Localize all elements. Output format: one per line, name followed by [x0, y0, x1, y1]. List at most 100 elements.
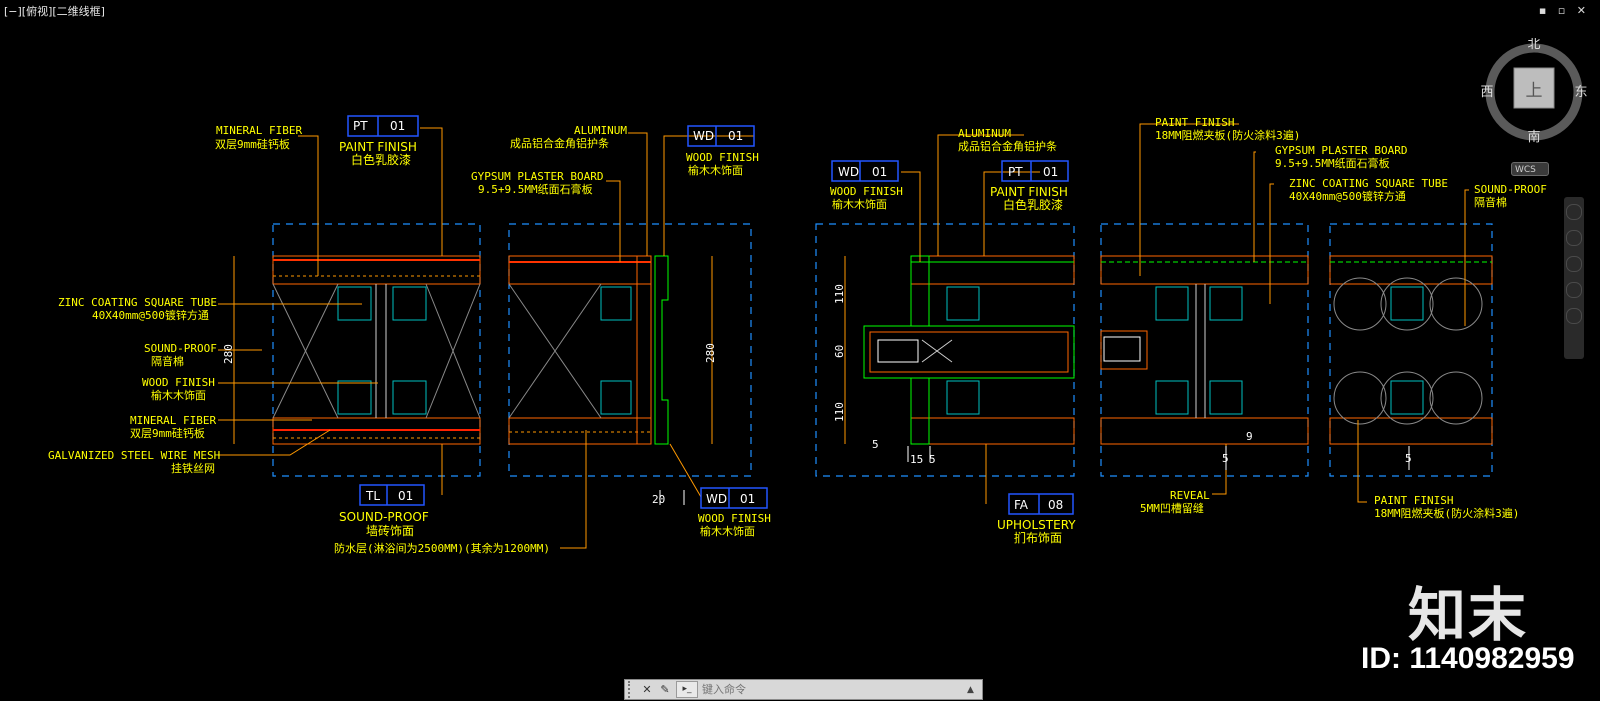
compass-north: 北 — [1527, 38, 1540, 52]
wd-tag-3-code: WD — [838, 165, 859, 179]
section-4-wall — [1100, 255, 1309, 445]
upholstery-en: UPHOLSTERY — [997, 518, 1076, 532]
gypsum-2-en: GYPSUM PLASTER BOARD — [1275, 144, 1407, 157]
reveal-cn: 5MM凹槽留缝 — [1140, 501, 1204, 515]
compass-east: 东 — [1574, 85, 1587, 100]
steel-mesh-en: GALVANIZED STEEL WIRE MESH — [48, 449, 220, 462]
paint-finish-2-cn: 白色乳胶漆 — [1003, 197, 1063, 212]
paint-finish-4-cn: 18MM阻燃夹板(防火涂料3遍) — [1374, 506, 1519, 520]
aluminum-1-cn: 成品铝合金角铝护条 — [510, 136, 609, 150]
section-5-wall — [1329, 255, 1493, 445]
gypsum-1-cn: 9.5+9.5MM纸面石膏板 — [478, 182, 593, 196]
orbit-icon[interactable] — [1566, 282, 1582, 298]
command-history-icon[interactable]: ▸_ — [676, 681, 698, 698]
wood-4-en: WOOD FINISH — [830, 185, 903, 198]
paint-finish-1-cn: 白色乳胶漆 — [351, 152, 411, 167]
showmotion-icon[interactable] — [1566, 308, 1582, 324]
sound-2-cn: 墙砖饰面 — [366, 523, 414, 538]
compass-west: 西 — [1480, 85, 1493, 100]
mineral-fiber-top-en: MINERAL FIBER — [216, 124, 302, 137]
wood-2-en: WOOD FINISH — [142, 376, 215, 389]
steel-mesh-cn: 挂铁丝网 — [171, 461, 215, 475]
dim-110-b: 110 — [833, 402, 846, 422]
pan-icon[interactable] — [1566, 230, 1582, 246]
viewcube-ring[interactable] — [1485, 43, 1583, 141]
command-input[interactable] — [702, 681, 967, 698]
watermark-id: ID: 1140982959 — [1361, 642, 1575, 675]
viewcube-face[interactable] — [1513, 67, 1555, 109]
fa-tag-code: FA — [1014, 498, 1029, 512]
wood-2-cn: 榆木木饰面 — [151, 388, 206, 402]
pt-tag-1-num: 01 — [390, 119, 405, 133]
zoom-icon[interactable] — [1566, 256, 1582, 272]
viewcube[interactable]: 上 北 南 西 东 — [1480, 37, 1588, 146]
wood-3-cn: 榆木木饰面 — [700, 524, 755, 538]
annotation-texts: MINERAL FIBER 双层9mm硅钙板 PT 01 PAINT FINIS… — [48, 116, 1547, 555]
aluminum-2-cn: 成品铝合金角铝护条 — [958, 139, 1057, 153]
wrench-icon[interactable]: ✎ — [660, 682, 670, 696]
window-controls[interactable]: ▪ ▫ ✕ — [1538, 4, 1590, 17]
tag-boxes — [347, 115, 1074, 515]
wood-4-cn: 榆木木饰面 — [832, 197, 887, 211]
dimension-ticks — [659, 446, 1410, 505]
wcs-menu[interactable]: WCS — [1511, 162, 1549, 176]
waterproof-cn: 防水层(淋浴间为2500MM)(其余为1200MM) — [334, 541, 550, 555]
viewcube-face-label: 上 — [1526, 81, 1543, 101]
dim-15: 15 — [910, 453, 923, 466]
zinc-1-cn: 40X40mm@500镀锌方通 — [92, 308, 209, 322]
tl-tag-num: 01 — [398, 489, 413, 503]
sound-1-cn: 隔音棉 — [151, 354, 184, 368]
dim-20: 20 — [652, 493, 665, 506]
wd-tag-1-code: WD — [693, 129, 714, 143]
dim-5-d: 5 — [1405, 452, 1412, 465]
sound-3-cn: 隔音棉 — [1474, 195, 1507, 209]
close-icon[interactable]: ✕ — [642, 682, 652, 696]
sound-2-en: SOUND-PROOF — [339, 510, 429, 524]
navigation-bar[interactable] — [1564, 197, 1584, 359]
dim-60: 60 — [833, 345, 846, 358]
command-line-grip[interactable] — [628, 681, 636, 698]
paint-finish-2-en: PAINT FINISH — [990, 185, 1068, 199]
sound-3-en: SOUND-PROOF — [1474, 183, 1547, 196]
upholstery-cn: 扪布饰面 — [1014, 530, 1062, 545]
viewport-label[interactable]: [−][俯视][二维线框] — [4, 5, 105, 18]
pt-tag-2-code: PT — [1008, 165, 1023, 179]
mineral-fiber-top-cn: 双层9mm硅钙板 — [215, 137, 290, 151]
pt-tag-1-code: PT — [353, 119, 368, 133]
wd-tag-3-num: 01 — [872, 165, 887, 179]
dim-280-b: 280 — [704, 343, 717, 363]
dim-110-a: 110 — [833, 284, 846, 304]
gypsum-1-en: GYPSUM PLASTER BOARD — [471, 170, 603, 183]
aluminum-2-en: ALUMINUM — [958, 127, 1011, 140]
chevron-up-icon[interactable]: ▲ — [967, 684, 974, 695]
command-line[interactable]: ✕ ✎ ▸_ ▲ — [624, 679, 983, 700]
paint-finish-3-cn: 18MM阻燃夹板(防火涂料3遍) — [1155, 128, 1300, 142]
paint-finish-3-en: PAINT FINISH — [1155, 116, 1234, 129]
aluminum-1-en: ALUMINUM — [574, 124, 627, 137]
wood-finish-1-en: WOOD FINISH — [686, 151, 759, 164]
dim-9: 9 — [1246, 430, 1253, 443]
watermark-logo: 知末 — [1408, 581, 1529, 649]
wd-tag-2-code: WD — [706, 492, 727, 506]
section-1-wall — [233, 255, 481, 445]
tl-tag-code: TL — [365, 489, 380, 503]
dim-5-b: 5 — [929, 453, 936, 466]
zinc-1-en: ZINC COATING SQUARE TUBE — [58, 296, 217, 309]
zinc-2-en: ZINC COATING SQUARE TUBE — [1289, 177, 1448, 190]
gypsum-2-cn: 9.5+9.5MM纸面石膏板 — [1275, 156, 1390, 170]
pt-tag-2-num: 01 — [1043, 165, 1058, 179]
dim-280-a: 280 — [222, 344, 235, 364]
steering-wheel-icon[interactable] — [1566, 204, 1582, 220]
paint-finish-1-en: PAINT FINISH — [339, 140, 417, 154]
wood-3-en: WOOD FINISH — [698, 512, 771, 525]
mineral-2-cn: 双层9mm硅钙板 — [130, 426, 205, 440]
paint-finish-4-en: PAINT FINISH — [1374, 494, 1453, 507]
dim-5-c: 5 — [1222, 452, 1229, 465]
fa-tag-num: 08 — [1048, 498, 1063, 512]
sound-1-en: SOUND-PROOF — [144, 342, 217, 355]
compass-south: 南 — [1527, 129, 1540, 145]
dim-5-a: 5 — [872, 438, 879, 451]
reveal-en: REVEAL — [1170, 489, 1210, 502]
wd-tag-2-num: 01 — [740, 492, 755, 506]
